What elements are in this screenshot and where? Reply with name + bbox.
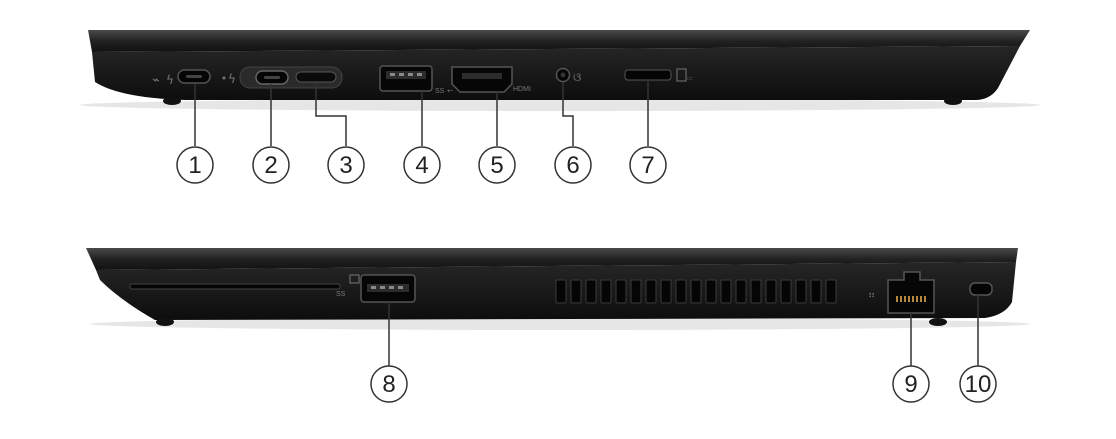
docking-port-3 <box>295 71 337 83</box>
foot <box>163 97 181 105</box>
callout-circle <box>403 146 441 184</box>
vent-slot <box>690 279 702 304</box>
callout-number: 8 <box>382 371 395 398</box>
callout-number: 3 <box>339 152 352 179</box>
vent-slot <box>600 279 612 304</box>
laptop-left-side: ⌁ ϟ ϟ SS ⭠ HDMI ଓ ▭ <box>80 30 1040 111</box>
vent-slot <box>750 279 762 304</box>
vent-slot <box>585 279 597 304</box>
lid <box>88 30 1030 52</box>
vent-slot <box>705 279 717 304</box>
vent-slot <box>615 279 627 304</box>
svg-text:ϟ: ϟ <box>166 73 174 87</box>
shadow <box>90 318 1030 330</box>
shadow <box>80 99 1040 111</box>
vent-slot <box>795 279 807 304</box>
smart-card-slot <box>129 283 341 290</box>
vent-slot <box>735 279 747 304</box>
vent-slot <box>645 279 657 304</box>
callout-number: 4 <box>415 152 428 179</box>
usb-icon <box>349 274 360 284</box>
callout-number: 6 <box>566 152 579 179</box>
vent-slot <box>570 279 582 304</box>
thunderbolt-icon: ϟ <box>228 72 236 86</box>
foot <box>944 97 962 105</box>
callout-number: 7 <box>641 152 654 179</box>
vent-slot <box>630 279 642 304</box>
callout-circle <box>959 365 997 403</box>
ethernet-icon: ⠶ <box>868 290 875 301</box>
vent-slot <box>825 279 837 304</box>
vent-slot <box>765 279 777 304</box>
laptop-right-side: SS ⠶ <box>86 248 1030 330</box>
headset-icon: ଓ <box>573 70 581 84</box>
sd-card-icon <box>676 68 687 82</box>
charging-icon: ⌁ ϟ <box>152 73 174 88</box>
vent-slot <box>720 279 732 304</box>
vent-slot <box>780 279 792 304</box>
callout-numbers: 1 2 3 4 5 6 7 8 9 10 <box>176 146 997 403</box>
callout-circle <box>176 146 214 184</box>
svg-text:⌁: ⌁ <box>152 73 160 88</box>
security-lock-slot-10 <box>969 282 993 296</box>
usb-icon: ⭠ <box>447 86 454 95</box>
foot <box>929 318 947 326</box>
callout-number: 2 <box>264 152 277 179</box>
vent-slot <box>555 279 567 304</box>
usb-ss-label: SS <box>336 291 346 298</box>
callout-number: 10 <box>965 371 992 398</box>
callout-circle <box>327 146 365 184</box>
vent-slot <box>675 279 687 304</box>
callout-circle <box>252 146 290 184</box>
svg-text:▭: ▭ <box>687 76 693 82</box>
callout-circle <box>478 146 516 184</box>
callout-leaders-bottom <box>388 295 979 366</box>
vent-slot <box>660 279 672 304</box>
usb-ss-label: SS <box>435 88 445 95</box>
callout-leaders-top <box>194 80 649 146</box>
ethernet-port-9 <box>887 271 935 314</box>
callout-number: 5 <box>490 152 503 179</box>
hdmi-port-5 <box>451 66 513 93</box>
callout-circle <box>370 365 408 403</box>
vent-grille <box>555 279 837 304</box>
hdmi-label: HDMI <box>513 86 531 93</box>
callout-circle <box>554 146 592 184</box>
vent-slot <box>810 279 822 304</box>
callout-circle <box>629 146 667 184</box>
callout-circle <box>892 365 930 403</box>
foot <box>156 318 174 326</box>
callout-number: 9 <box>904 371 917 398</box>
microsd-slot-7 <box>624 69 672 81</box>
callout-number: 1 <box>188 152 201 179</box>
lid <box>86 248 1018 270</box>
